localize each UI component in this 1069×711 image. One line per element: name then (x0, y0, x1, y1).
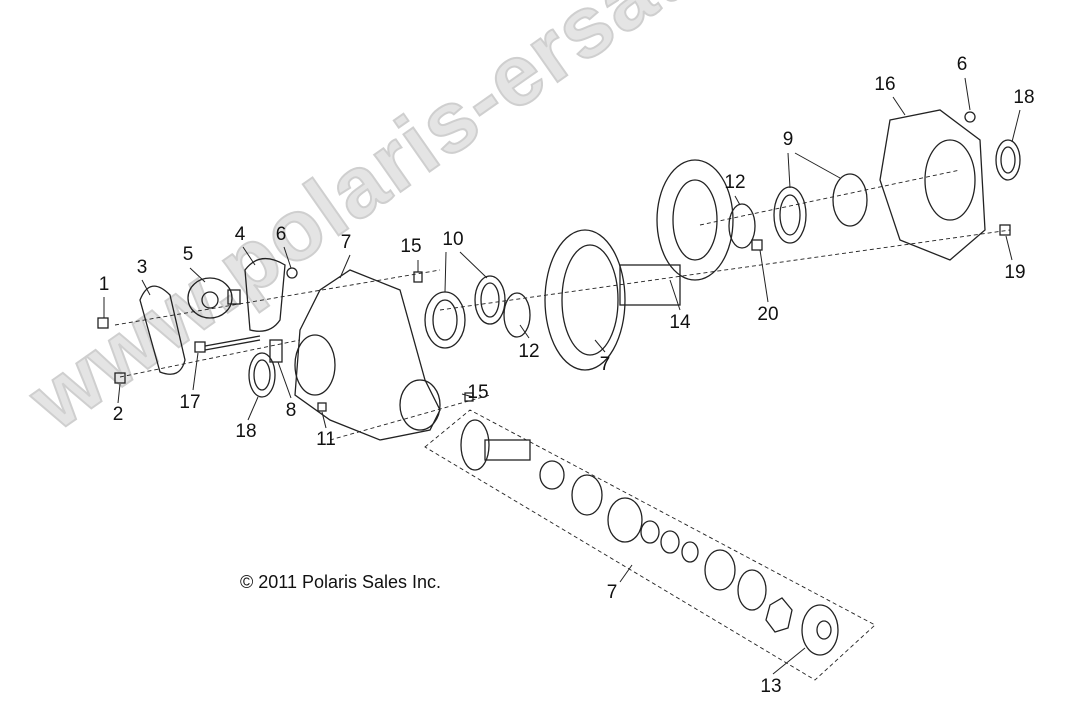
callout-label: 2 (112, 404, 124, 425)
seal-18b (995, 139, 1021, 181)
callout-label: 10 (442, 229, 464, 250)
bolt-19 (999, 224, 1011, 236)
bolt-17 (194, 335, 261, 353)
bracket-4 (244, 258, 286, 332)
callout-label: 5 (182, 244, 194, 265)
callout-label: 6 (956, 54, 968, 75)
bearing-9 (773, 173, 868, 244)
callout-label: 17 (179, 392, 201, 413)
callout-label: 14 (669, 312, 691, 333)
seal-18 (248, 352, 276, 398)
ring-12b (728, 203, 756, 249)
plug-8 (269, 339, 283, 363)
assembly-axes (114, 169, 1011, 681)
callout-label: 12 (518, 341, 540, 362)
callout-label: 12 (724, 172, 746, 193)
cover-16 (879, 109, 986, 261)
bracket-3 (139, 285, 186, 375)
ring-12a (503, 292, 531, 338)
bearing-10 (424, 275, 506, 349)
callout-label: 7 (606, 582, 618, 603)
nut-6b (964, 111, 976, 123)
callout-label: 4 (234, 224, 246, 245)
bolt-1 (97, 317, 109, 329)
callout-label: 8 (285, 400, 297, 421)
callout-label: 15 (400, 236, 422, 257)
bolt-2 (114, 372, 126, 384)
pinion-7 (460, 419, 531, 471)
housing-7 (294, 269, 441, 441)
callout-label: 16 (874, 74, 896, 95)
callout-label: 7 (340, 232, 352, 253)
callout-label: 20 (757, 304, 779, 325)
copyright-notice: © 2011 Polaris Sales Inc. (240, 572, 442, 592)
callout-label: 18 (235, 421, 257, 442)
plug-11 (317, 402, 327, 412)
ring-gear-7 (544, 229, 626, 371)
pinion-stack (539, 460, 839, 656)
bolt-20 (751, 239, 763, 251)
callout-label: 11 (316, 429, 336, 450)
nut-6 (286, 267, 298, 279)
hub-14 (619, 159, 734, 306)
callout-label: 13 (760, 676, 782, 697)
callout-label: 6 (275, 224, 287, 245)
callout-label: 18 (1013, 87, 1035, 108)
callout-label: 3 (136, 257, 148, 278)
callout-label: 1 (98, 274, 110, 295)
callout-label: 15 (467, 382, 489, 403)
callout-label: 9 (782, 129, 794, 150)
leader-lines (103, 77, 1021, 675)
callout-label: 7 (599, 354, 611, 375)
mount-5 (187, 277, 241, 319)
callout-label: 19 (1004, 262, 1026, 283)
